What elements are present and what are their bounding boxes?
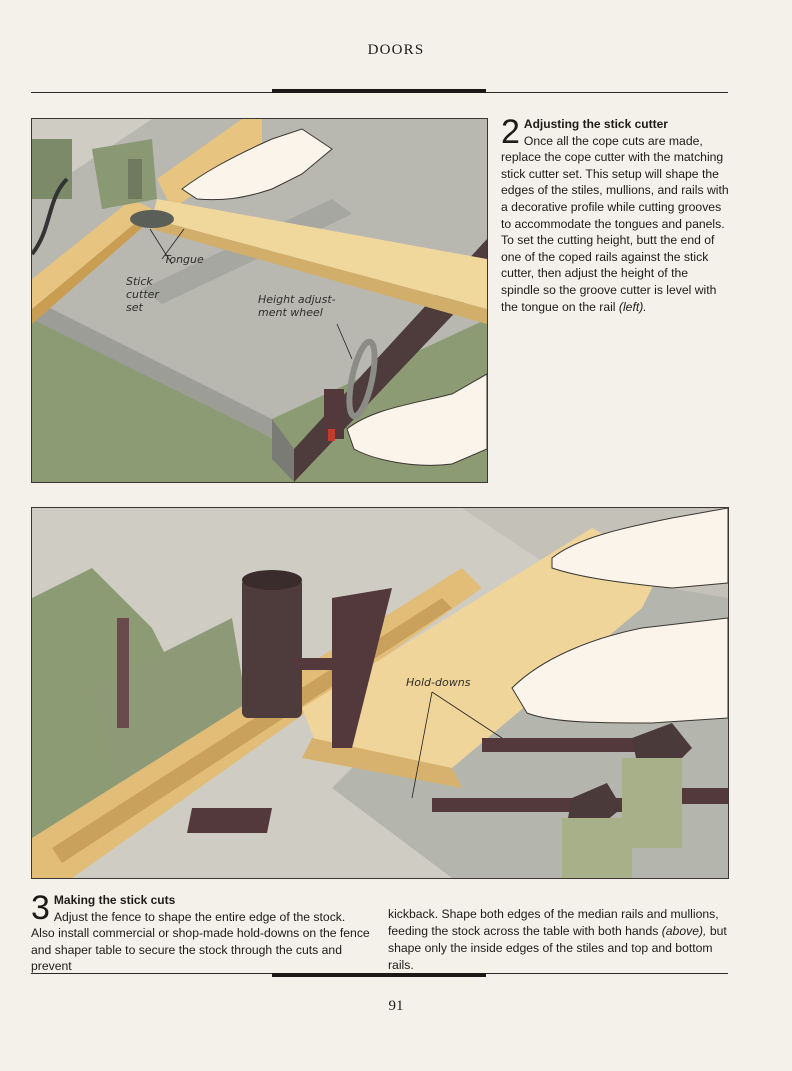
step-body-continued: but shape only the inside edges of the s… xyxy=(388,924,727,972)
top-rule-accent xyxy=(272,89,486,93)
step-3-col-2: kickback. Shape both edges of the median… xyxy=(388,906,728,974)
step-number: 2 xyxy=(501,113,520,151)
callout-line: Stick xyxy=(126,275,153,288)
figure-adjusting-stick-cutter: Tongue Stick cutter set Height adjust- m… xyxy=(31,118,488,483)
step-number: 3 xyxy=(31,889,50,927)
callout-line: cutter xyxy=(126,288,159,301)
step-3-col-1: 3 Making the stick cuts Adjust the fence… xyxy=(31,889,371,975)
running-head: DOORS xyxy=(367,42,425,58)
callout-line: set xyxy=(126,301,143,314)
illustration-shaper-holddowns xyxy=(32,508,728,878)
step-title: Making the stick cuts xyxy=(53,893,176,907)
step-2-text: 2 Adjusting the stick cutter Once all th… xyxy=(501,113,729,315)
callout-line: Height adjust- xyxy=(258,293,336,306)
callout-tongue: Tongue xyxy=(164,253,204,266)
figure-reference: (left). xyxy=(618,299,647,314)
figure-reference: (above), xyxy=(661,924,707,938)
step-body: Adjust the fence to shape the entire edg… xyxy=(31,909,370,974)
callout-line: ment wheel xyxy=(258,306,323,319)
page-number: 91 xyxy=(388,998,404,1014)
callout-hold-downs: Hold-downs xyxy=(406,676,471,689)
step-body: Once all the cope cuts are made, replace… xyxy=(501,133,729,314)
figure-making-stick-cuts: Hold-downs xyxy=(31,507,729,879)
step-body-continued: kickback. Shape both edges of the median… xyxy=(388,907,719,938)
bottom-rule-accent xyxy=(272,973,486,977)
step-title: Adjusting the stick cutter xyxy=(523,117,668,131)
callout-height-adjustment-wheel: Height adjust- ment wheel xyxy=(258,293,336,319)
callout-stick-cutter-set: Stick cutter set xyxy=(126,275,159,314)
illustration-shaper-top xyxy=(32,119,487,482)
